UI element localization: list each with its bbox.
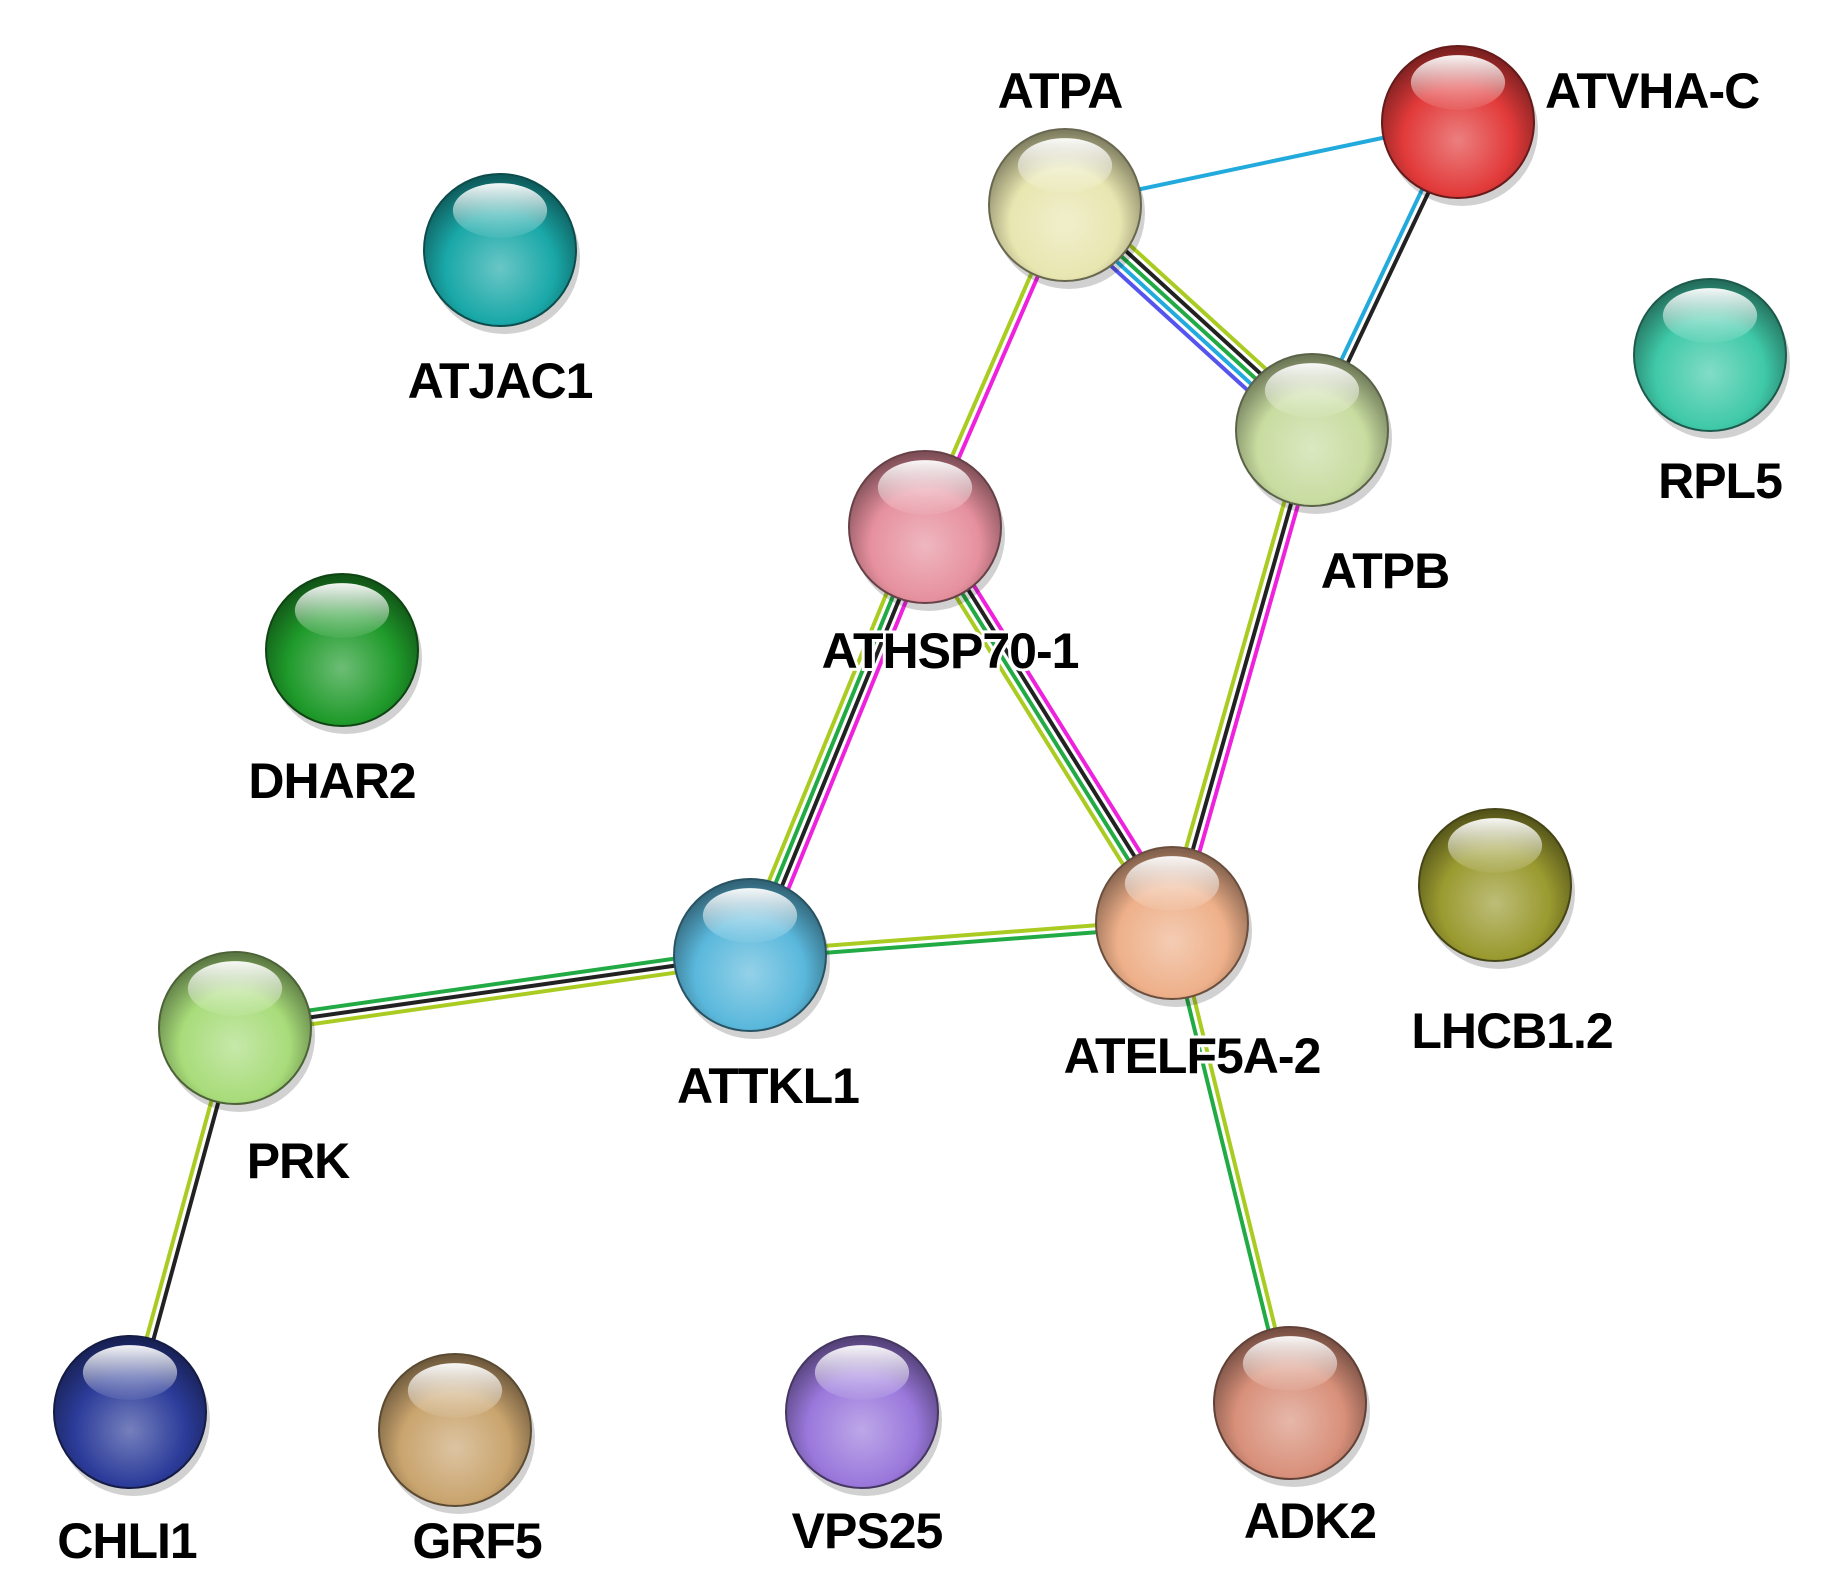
node-label-grf5: GRF5 [412,1513,542,1569]
node-atvha-c[interactable] [1381,45,1538,206]
node-attkl1[interactable] [673,878,830,1039]
edge-atpb-atelf5a-2 [1163,427,1321,926]
edge-athsp70-1-atelf5a-2 [914,520,1183,930]
node-atelf5a-2[interactable] [1095,846,1252,1007]
edge-athsp70-1-attkl1 [738,522,937,960]
node-highlight [294,583,390,638]
node-highlight [877,460,973,515]
node-highlight [1017,138,1113,193]
edge-line [738,522,918,952]
node-highlight [187,961,283,1016]
node-label-atjac1: ATJAC1 [408,353,593,409]
node-highlight [814,1345,910,1400]
edge-line [235,959,752,1037]
node-adk2[interactable] [1213,1326,1370,1487]
edge-atelf5a-2-adk2 [1166,921,1296,1405]
node-vps25[interactable] [785,1335,942,1496]
edge-line [1166,923,1289,1405]
node-grf5[interactable] [378,1353,535,1514]
edge-line [744,524,924,955]
edge-line [757,530,937,960]
node-athsp70-1[interactable] [848,450,1005,611]
node-atjac1[interactable] [423,173,580,334]
edge-line [932,520,1183,919]
node-atpa[interactable] [988,128,1145,289]
edge-line [926,524,1177,923]
edge-line [1163,427,1308,922]
node-layer [53,45,1790,1514]
node-highlight [82,1345,178,1400]
node-label-athsp70-1: ATHSP70-1 [822,623,1079,679]
edge-prk-attkl1 [233,946,752,1037]
edge-line [233,946,750,1024]
node-highlight [1447,818,1543,873]
node-label-attkl1: ATTKL1 [677,1058,859,1114]
edge-line [1176,431,1321,926]
node-highlight [1264,363,1360,418]
node-label-dhar2: DHAR2 [248,753,415,809]
node-highlight [702,888,798,943]
node-label-atvha-c: ATVHA-C [1545,63,1759,119]
node-chli1[interactable] [53,1335,210,1496]
node-lhcb1-2[interactable] [1418,808,1575,969]
node-highlight [1124,856,1220,911]
node-rpl5[interactable] [1633,278,1790,439]
node-label-atelf5a-2: ATELF5A-2 [1064,1028,1321,1084]
node-highlight [1410,55,1506,110]
node-label-lhcb1-2: LHCB1.2 [1411,1003,1612,1059]
node-highlight [407,1363,503,1418]
node-highlight [1662,288,1758,343]
edge-line [920,527,1171,926]
node-dhar2[interactable] [265,573,422,734]
node-label-atpb: ATPB [1321,543,1449,599]
edge-line [914,531,1165,930]
node-label-adk2: ADK2 [1244,1493,1376,1549]
node-label-atpa: ATPA [998,63,1123,119]
node-prk[interactable] [158,951,315,1112]
node-highlight [452,183,548,238]
edge-line [1173,921,1296,1403]
edge-line [1170,429,1314,924]
node-label-chli1: CHLI1 [57,1513,197,1569]
edge-line [751,527,931,958]
node-label-rpl5: RPL5 [1658,453,1782,509]
node-label-vps25: VPS25 [792,1503,943,1559]
node-label-prk: PRK [247,1133,350,1189]
edge-line [234,953,751,1030]
node-atpb[interactable] [1235,353,1392,514]
node-highlight [1242,1336,1338,1391]
